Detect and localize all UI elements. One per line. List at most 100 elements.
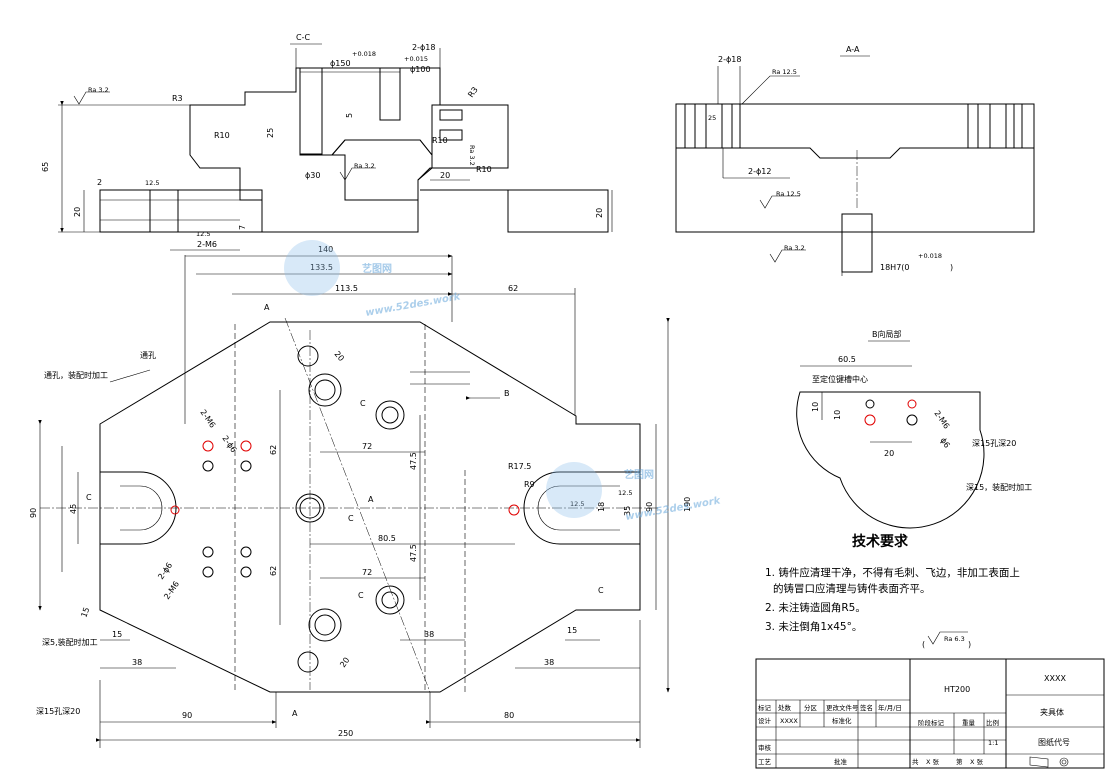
- dim-62-top: 62: [508, 284, 518, 293]
- hole-threaded-top: [381, 406, 399, 424]
- vb-10b: 10: [833, 410, 842, 420]
- tech-item1b: 的铸冒口应清理与铸件表面齐平。: [773, 582, 931, 595]
- dim-805: 80.5: [378, 534, 396, 543]
- dim-62-a: 62: [269, 445, 278, 455]
- dim-r10-left: R10: [214, 131, 230, 140]
- watermark-1: 艺图网 www.52des.work: [284, 240, 463, 319]
- dim-18: 18: [597, 502, 606, 512]
- tech-item1: 1. 铸件应清理干净，不得有毛刺、飞边，非加工表面上: [765, 566, 1020, 579]
- aa-2phi18: 2-ϕ18: [718, 55, 741, 64]
- dim-20-right: 20: [595, 208, 604, 218]
- aa-slot: 18H7(0: [880, 263, 910, 272]
- dim-38-c: 38: [424, 630, 434, 639]
- aa-ra32: Ra 3.2: [784, 244, 805, 252]
- dim-72-a: 72: [362, 442, 372, 451]
- hole-top-large: [314, 379, 336, 401]
- mark-c-right: C: [598, 586, 604, 595]
- dim-2m6: 2-M6: [197, 240, 217, 249]
- ra32-b: Ra 3.2: [354, 162, 375, 170]
- tb-col-sign: 签名: [860, 703, 873, 712]
- aa-slot-end: ): [950, 263, 953, 272]
- plan-outline: [99, 321, 641, 693]
- dim-2phi18: 2-ϕ18: [412, 43, 435, 52]
- dim-90-bottom: 90: [182, 711, 192, 720]
- hole-threaded-bottom: [381, 591, 399, 609]
- tb-design: 设计: [758, 716, 772, 725]
- aa-2phi12: 2-ϕ12: [748, 167, 771, 176]
- ra32-a: Ra 3.2: [88, 86, 109, 94]
- dim-2phi6-b: 2-ϕ6: [156, 561, 174, 581]
- title-block: HT200 XXXX 夹具体 图纸代号 标记 处数 分区 更改文件号 签名 年/…: [755, 658, 1105, 769]
- dim-62-b: 62: [269, 566, 278, 576]
- cc-cavity: [299, 67, 441, 157]
- dim-45: 45: [69, 504, 78, 514]
- dim-90-left: 90: [29, 508, 38, 518]
- dim-38-a: 38: [132, 658, 142, 667]
- tb-col-docno: 更改文件号: [826, 703, 859, 712]
- cc-right-lug: [507, 189, 609, 233]
- dim-1335: 133.5: [310, 263, 333, 272]
- tb-drawing-no: 图纸代号: [1038, 737, 1070, 747]
- tol-015: +0.015: [404, 55, 428, 63]
- dim-20-mid: 20: [440, 171, 450, 180]
- plan-view: 140 133.5 113.5 62 250 90 80 38 38 38 15…: [29, 245, 692, 748]
- tb-stage: 阶段标记: [918, 718, 945, 727]
- hole-red-right: [508, 504, 520, 516]
- hole-bottom-small: [297, 651, 319, 673]
- tb-sheets: X 张: [926, 757, 940, 766]
- aa-slot-tol: +0.018: [918, 252, 942, 260]
- note-deep15-left: 深15孔深20: [36, 707, 80, 716]
- dim-72-b: 72: [362, 568, 372, 577]
- vb-center-note: 至定位键槽中心: [812, 374, 868, 384]
- watermark-2: 艺图网 www.52des.work: [546, 462, 723, 523]
- section-aa: A-A 2-ϕ18 Ra 12.5 2-ϕ12 Ra 12.5 25 Ra 3.…: [675, 45, 1035, 276]
- dim-5: 5: [345, 113, 354, 118]
- aa-key: [841, 213, 873, 273]
- tb-weight: 重量: [962, 719, 976, 727]
- aa-25: 25: [708, 114, 716, 122]
- vb-deep5: 深15，装配时加工: [966, 482, 1032, 492]
- dim-80: 80: [504, 711, 514, 720]
- projection-symbol: [1029, 756, 1069, 768]
- dim-20-b: 20: [338, 656, 351, 670]
- label-cc: C-C: [296, 33, 310, 42]
- label-aa: A-A: [846, 45, 860, 54]
- tb-col-count: 处数: [778, 703, 792, 712]
- watermark-brand-2: 艺图网: [624, 468, 654, 481]
- aa-section-body: [675, 103, 1035, 159]
- dim-2: 2: [97, 178, 102, 187]
- tol-150: +0.018: [352, 50, 376, 58]
- tb-name: 夹具体: [1040, 707, 1064, 717]
- vb-10a: 10: [811, 402, 820, 412]
- dim-20-left: 20: [73, 207, 82, 217]
- vb-m6: 2-M6: [932, 409, 951, 431]
- dim-1135: 113.5: [335, 284, 358, 293]
- tech-item3: 3. 未注倒角1x45°。: [765, 620, 862, 633]
- view-b-outline: [796, 391, 985, 529]
- dim-20-a: 20: [332, 350, 345, 364]
- cc-section-body: [189, 67, 509, 233]
- hole-top-small: [297, 345, 319, 367]
- dim-plan-125: 12.5: [618, 489, 632, 497]
- dim-125: 12.5: [145, 179, 159, 187]
- tb-sheet-x: X 张: [970, 757, 984, 766]
- dim-15-b: 15: [567, 626, 577, 635]
- note-through-hole: 通孔: [140, 350, 156, 360]
- mark-b: B: [504, 389, 510, 398]
- tb-col-mark: 标记: [758, 703, 772, 712]
- dim-r9: R9: [524, 480, 535, 489]
- dim-125b: 12.5: [196, 230, 210, 238]
- aa-outline: [675, 103, 1035, 233]
- label-view-b: B向局部: [872, 329, 902, 339]
- dim-15-a: 15: [112, 630, 122, 639]
- hole-bottom-large: [314, 614, 336, 636]
- vb-phi6: ϕ6: [938, 436, 951, 450]
- hole-center: [299, 497, 321, 519]
- watermark-brand-1: 艺图网: [362, 262, 392, 275]
- tb-scale: 1:1: [988, 739, 998, 747]
- tb-sheet-no: 第: [956, 757, 963, 766]
- ra32-c: Ra 3.2: [468, 145, 476, 166]
- dim-15-rot: 15: [79, 606, 91, 619]
- tb-code: XXXX: [1044, 674, 1066, 683]
